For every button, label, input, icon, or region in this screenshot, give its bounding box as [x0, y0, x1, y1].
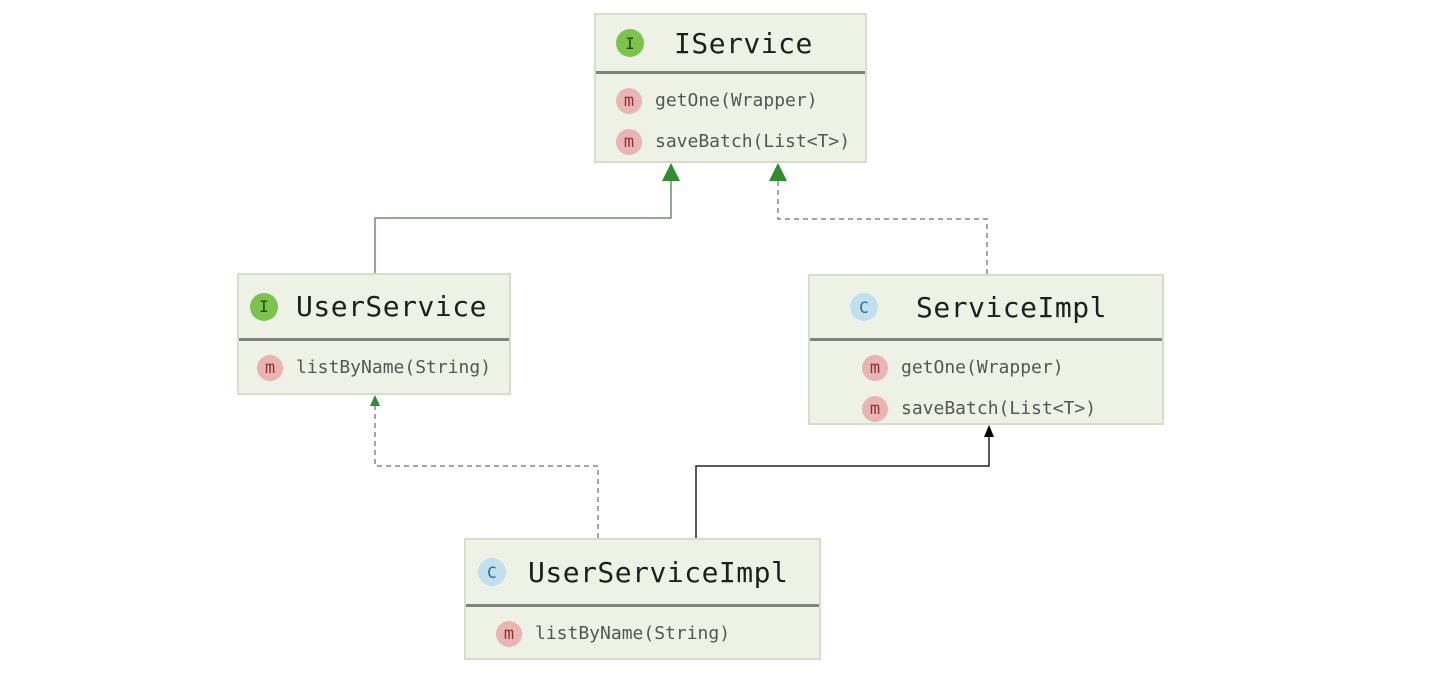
edge-userserviceimpl-to-userservice [370, 395, 599, 538]
method-list: m getOne(Wrapper) m saveBatch(List<T>) [810, 341, 1162, 429]
edge-line [374, 405, 599, 538]
method-list: m getOne(Wrapper) m saveBatch(List<T>) [596, 74, 865, 162]
node-header: C ServiceImpl [810, 276, 1162, 341]
interface-icon: I [616, 29, 644, 57]
edge-userservice-to-iservice [374, 163, 680, 273]
method-icon: m [862, 395, 888, 422]
method-icon: m [616, 87, 642, 114]
serviceimpl-node[interactable]: C ServiceImpl m getOne(Wrapper) m saveBa… [808, 274, 1164, 425]
method-row[interactable]: m saveBatch(List<T>) [616, 121, 865, 162]
userserviceimpl-node[interactable]: C UserServiceImpl m listByName(String) [464, 538, 821, 660]
arrowhead-green [370, 395, 380, 406]
node-title: IService [674, 26, 813, 60]
node-header: I IService [596, 15, 865, 74]
edge-line [695, 436, 990, 538]
node-title: UserService [296, 290, 487, 323]
node-header: C UserServiceImpl [466, 540, 819, 607]
node-title: ServiceImpl [916, 290, 1107, 324]
method-label: saveBatch(List<T>) [901, 398, 1097, 419]
edge-line [374, 180, 672, 273]
method-label: saveBatch(List<T>) [655, 131, 851, 152]
node-header: I UserService [239, 275, 509, 341]
method-row[interactable]: m saveBatch(List<T>) [862, 388, 1162, 429]
method-list: m listByName(String) [466, 607, 819, 654]
method-label: listByName(String) [535, 623, 731, 644]
class-icon: C [850, 293, 878, 321]
method-row[interactable]: m listByName(String) [496, 613, 819, 654]
edge-line [777, 180, 988, 274]
method-row[interactable]: m getOne(Wrapper) [862, 347, 1162, 388]
method-label: listByName(String) [296, 357, 492, 378]
method-label: getOne(Wrapper) [901, 357, 1064, 378]
method-icon: m [496, 620, 522, 647]
method-list: m listByName(String) [239, 341, 509, 388]
method-row[interactable]: m listByName(String) [257, 347, 509, 388]
edge-serviceimpl-to-iservice [769, 163, 988, 274]
edge-userserviceimpl-to-serviceimpl [695, 425, 994, 538]
interface-icon: I [250, 292, 278, 321]
arrowhead-green [769, 163, 787, 181]
method-icon: m [616, 128, 642, 155]
arrowhead-black [984, 425, 994, 437]
class-icon: C [478, 558, 506, 586]
arrowhead-green [662, 163, 680, 181]
method-icon: m [862, 354, 888, 381]
method-icon: m [257, 354, 283, 381]
userservice-node[interactable]: I UserService m listByName(String) [237, 273, 511, 395]
node-title: UserServiceImpl [528, 555, 789, 589]
iservice-node[interactable]: I IService m getOne(Wrapper) m saveBatch… [594, 13, 867, 163]
method-label: getOne(Wrapper) [655, 90, 818, 111]
method-row[interactable]: m getOne(Wrapper) [616, 80, 865, 121]
